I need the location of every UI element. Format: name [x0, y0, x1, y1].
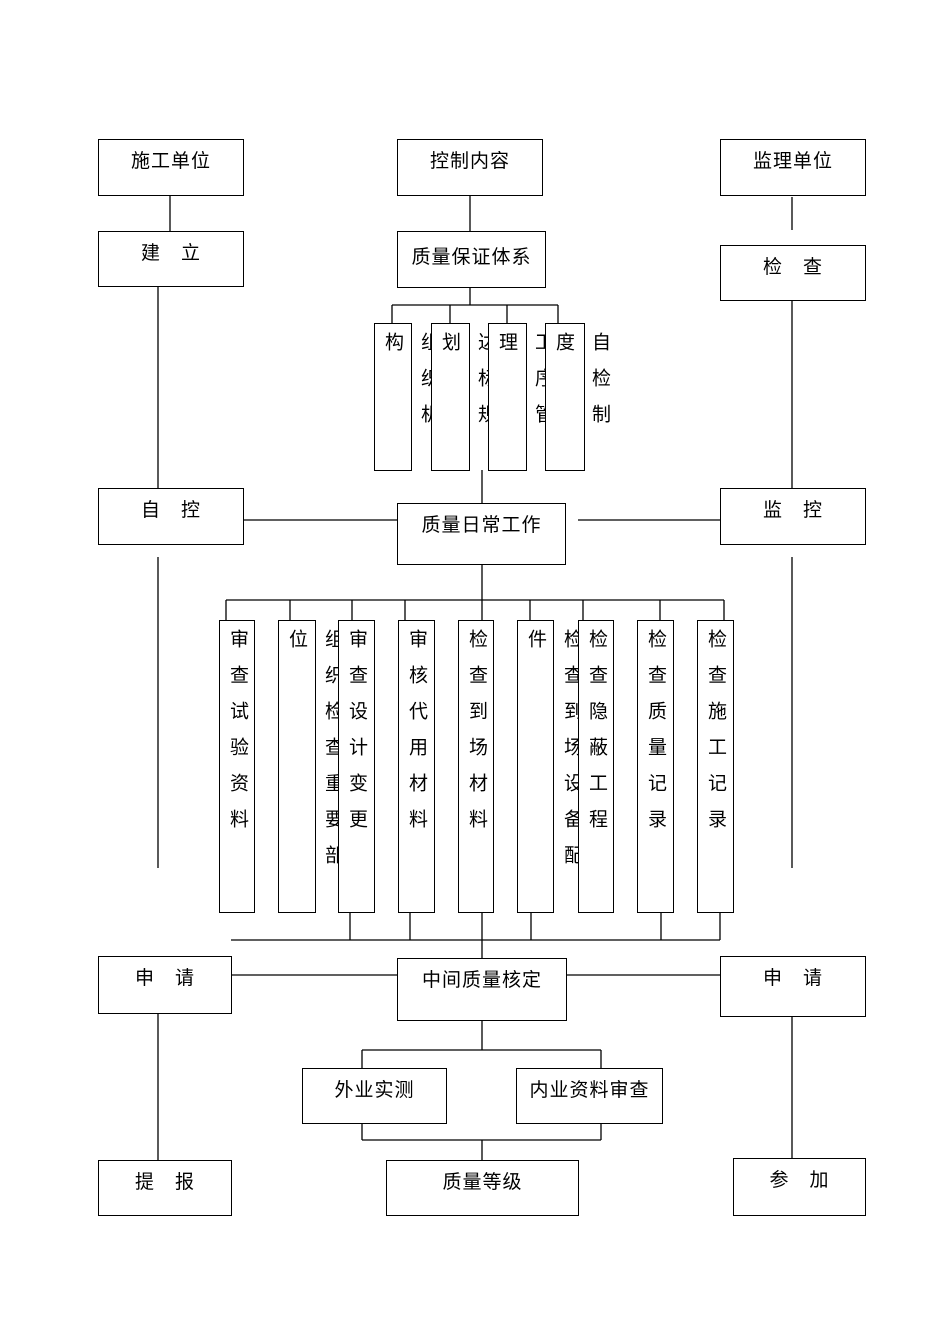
daily-item: 审核代用材料 [398, 620, 435, 913]
system-item: 自检制度 [545, 323, 611, 471]
label: 申 请 [134, 967, 195, 989]
supervision-unit-box: 监理单位 [720, 139, 866, 196]
daily-item: 检查到场设备配件 [517, 620, 583, 913]
daily-item: 审查试验资料 [219, 620, 255, 913]
daily-item: 检查到场材料 [458, 620, 494, 913]
label: 审核代用材料 [406, 629, 428, 845]
label: 检查到场设备配件 [525, 629, 583, 881]
label: 质量等级 [442, 1171, 523, 1193]
label: 质量保证体系 [411, 246, 532, 268]
daily-item: 组织检查重要部位 [278, 620, 344, 913]
label: 监 控 [762, 499, 823, 521]
label: 审查设计变更 [346, 629, 368, 845]
apply-box-right: 申 请 [720, 956, 866, 1017]
label: 施工单位 [130, 150, 211, 172]
inspect-box: 检 查 [720, 245, 866, 301]
label: 控制内容 [429, 150, 510, 172]
daily-item: 检查隐蔽工程 [578, 620, 614, 913]
label: 中间质量核定 [421, 969, 542, 991]
control-content-box: 控制内容 [397, 139, 543, 196]
label: 质量日常工作 [421, 514, 542, 536]
system-item: 工序管理 [488, 323, 554, 471]
apply-box-left: 申 请 [98, 956, 232, 1014]
daily-item: 检查质量记录 [637, 620, 674, 913]
label: 自检制度 [553, 332, 611, 440]
quality-grade-box: 质量等级 [386, 1160, 579, 1216]
system-item: 达标规划 [431, 323, 497, 471]
label: 参 加 [769, 1169, 830, 1191]
interim-quality-check-box: 中间质量核定 [397, 958, 567, 1021]
label: 建 立 [140, 242, 201, 264]
label: 检查隐蔽工程 [586, 629, 608, 845]
label: 自 控 [140, 499, 201, 521]
label: 检查施工记录 [705, 629, 727, 845]
document-review-box: 内业资料审查 [516, 1068, 663, 1124]
label: 检查到场材料 [466, 629, 488, 845]
daily-item: 审查设计变更 [338, 620, 375, 913]
field-measurement-box: 外业实测 [302, 1068, 447, 1124]
label: 内业资料审查 [529, 1079, 650, 1101]
label: 外业实测 [334, 1079, 415, 1101]
label: 审查试验资料 [227, 629, 249, 845]
daily-quality-work-box: 质量日常工作 [397, 503, 566, 565]
label: 检 查 [762, 256, 823, 278]
label: 检查质量记录 [645, 629, 667, 845]
supervision-control-box: 监 控 [720, 488, 866, 545]
participate-box: 参 加 [733, 1158, 866, 1216]
self-control-box: 自 控 [98, 488, 244, 545]
system-item: 组织机构 [374, 323, 440, 471]
label: 提 报 [134, 1171, 195, 1193]
label: 监理单位 [752, 150, 833, 172]
quality-assurance-system-box: 质量保证体系 [397, 231, 546, 288]
daily-item: 检查施工记录 [697, 620, 734, 913]
establish-box: 建 立 [98, 231, 244, 287]
report-box: 提 报 [98, 1160, 232, 1216]
label: 申 请 [762, 967, 823, 989]
construction-unit-box: 施工单位 [98, 139, 244, 196]
